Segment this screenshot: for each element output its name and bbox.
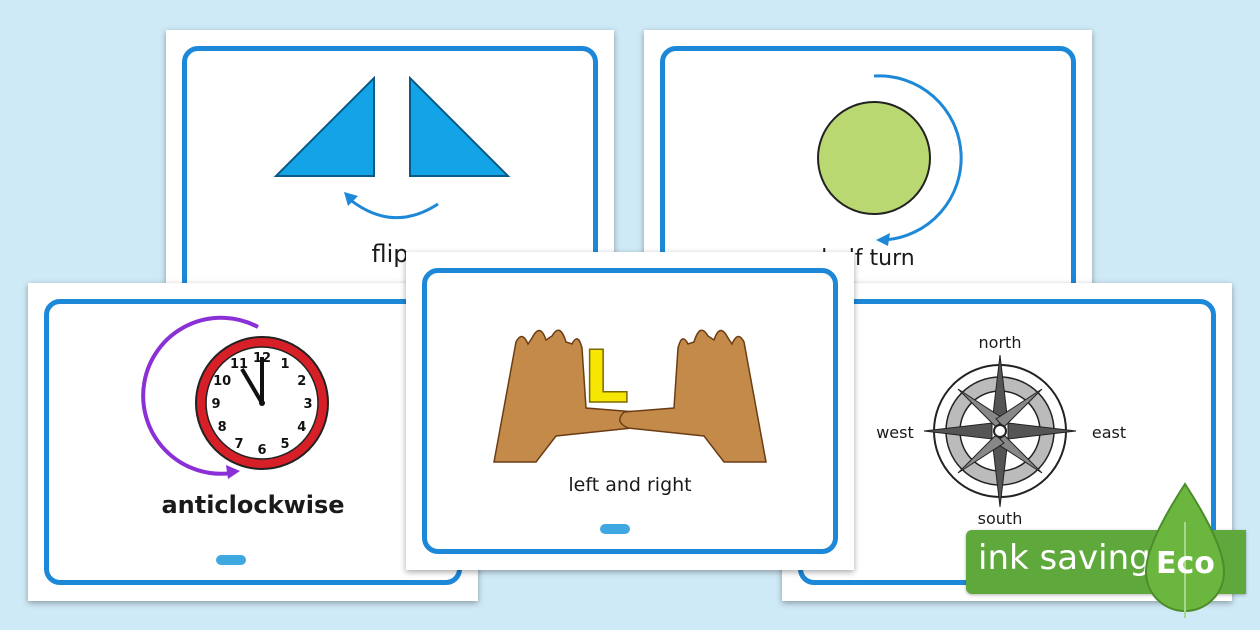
card-label: left and right: [568, 474, 692, 496]
compass-icon: [923, 354, 1077, 508]
clock-number: 10: [213, 374, 231, 389]
card-label: anticlockwise: [161, 491, 345, 519]
clock-icon: 121234567891011: [141, 315, 329, 479]
card-anticlockwise: 121234567891011 anticlockwise: [28, 283, 478, 601]
clock-number: 1: [280, 357, 289, 372]
compass-south: south: [977, 509, 1023, 528]
compass-north: north: [978, 333, 1022, 352]
card-left-and-right: L left and right: [406, 252, 854, 570]
leaf-icon: [1144, 482, 1226, 618]
clock-number: 11: [230, 357, 248, 372]
triangles-icon: [273, 75, 511, 220]
card-half-turn: half turn: [644, 30, 1092, 306]
letter-l: L: [583, 335, 629, 419]
clock-number: 7: [234, 437, 243, 452]
clock-number: 3: [303, 397, 312, 412]
clock-number: 4: [297, 420, 306, 435]
twinkl-logo-icon: [600, 524, 630, 534]
eco-text: ink saving: [978, 538, 1151, 578]
compass-west: west: [876, 423, 914, 442]
circle-icon: [817, 74, 963, 246]
clock-number: 2: [297, 374, 306, 389]
compass-east: east: [1091, 423, 1127, 442]
card-label: flip: [371, 240, 409, 268]
eco-word: Eco: [1156, 546, 1215, 581]
clock-number: 6: [257, 443, 266, 458]
card-frame: [182, 46, 598, 306]
hands-icon: L: [493, 329, 767, 463]
twinkl-logo-icon: [216, 555, 246, 565]
card-flip: flip: [166, 30, 614, 306]
clock-number: 9: [211, 397, 220, 412]
clock-number: 5: [280, 437, 289, 452]
clock-number: 8: [218, 420, 227, 435]
